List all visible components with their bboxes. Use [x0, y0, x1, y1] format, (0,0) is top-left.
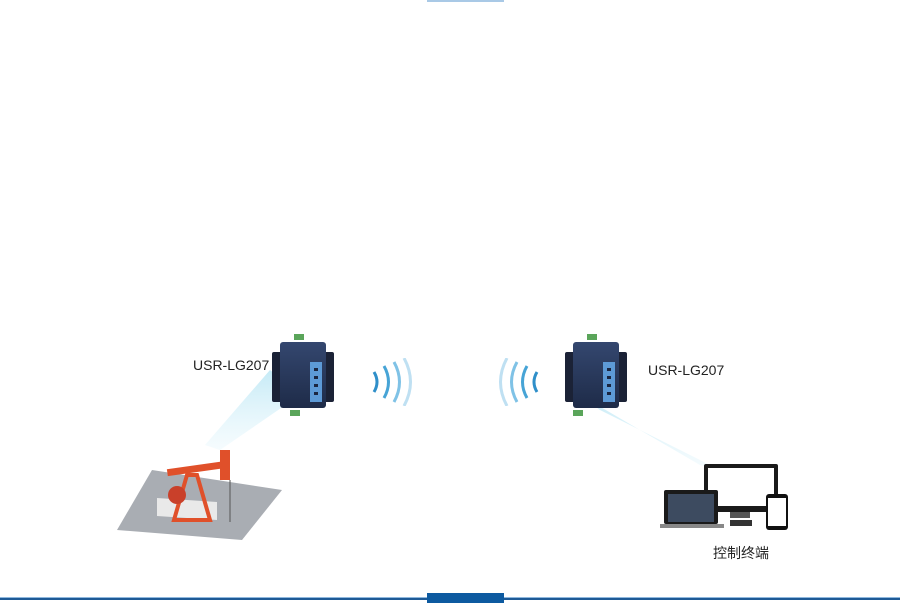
top-accent-bar [427, 0, 504, 2]
computer-monitor-icon [660, 464, 788, 530]
lora-device-icon [565, 334, 627, 416]
lora-device-icon [272, 334, 334, 416]
wireless-signal-icon [372, 358, 412, 406]
oil-pump-icon [117, 450, 282, 540]
device-label-right: USR-LG207 [648, 362, 725, 378]
device-label-left: USR-LG207 [193, 357, 270, 373]
wireless-signal-icon [499, 358, 539, 406]
bottom-accent-block [427, 593, 504, 603]
terminal-label: 控制终端 [713, 545, 769, 561]
